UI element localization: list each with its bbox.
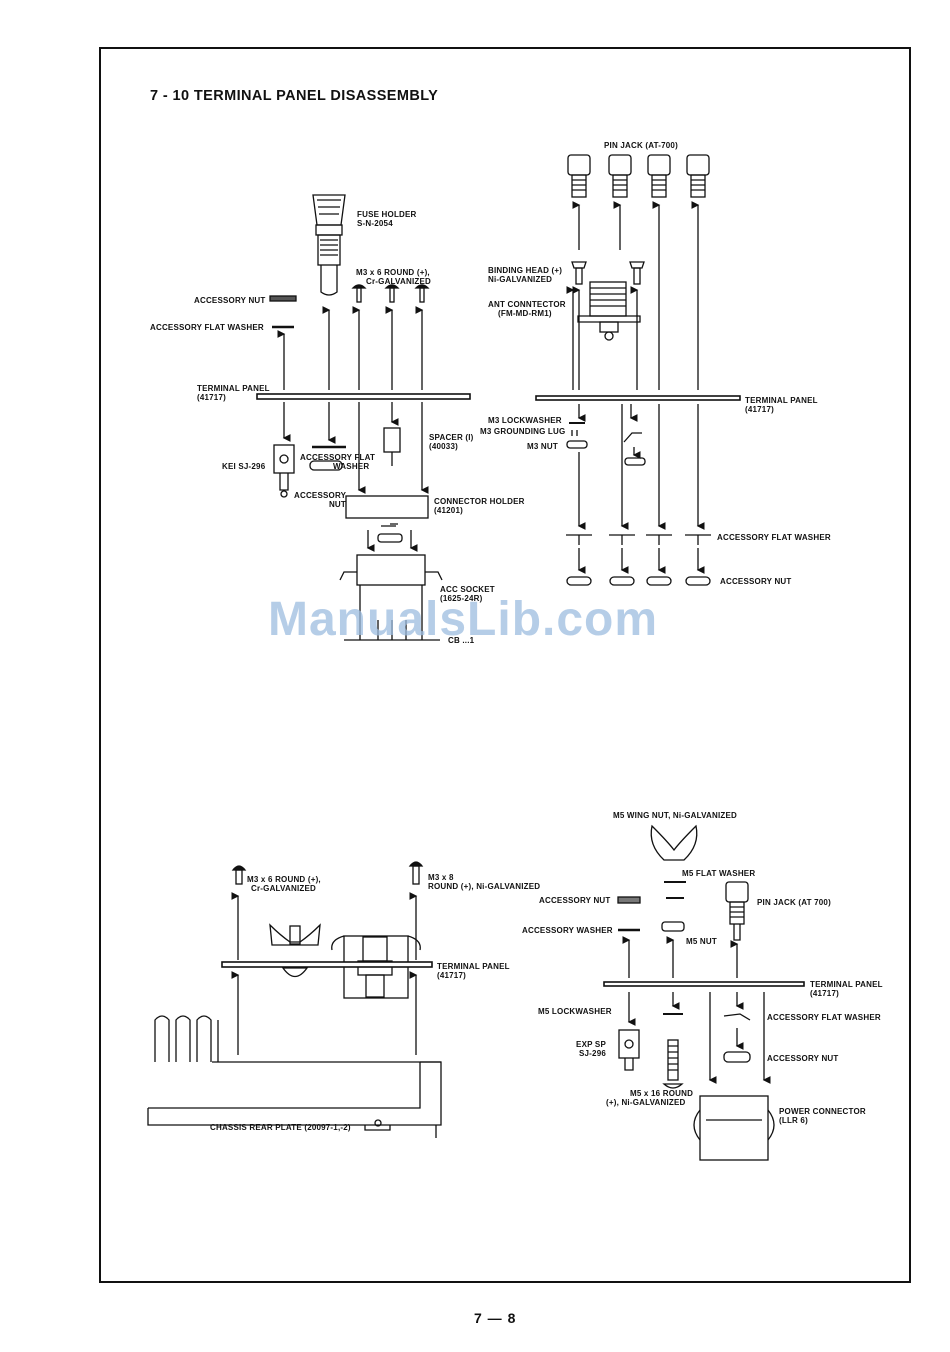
label-accessory-nut-br2: ACCESSORY NUT [767, 1054, 839, 1063]
label-m3x6: M3 x 6 ROUND (+),Cr-GALVANIZED [247, 875, 321, 893]
terminal-panel-top-left [256, 393, 471, 400]
label-ant-connector: ANT CONNTECTOR(FM-MD-RM1) [488, 300, 566, 318]
terminal-panel-bottom-right [603, 981, 805, 987]
label-accessory-flat-washer-br: ACCESSORY FLAT WASHER [767, 1013, 881, 1022]
m5-wing-nut-part [650, 824, 698, 861]
label-accessory-flat-washer: ACCESSORY FLAT WASHER [150, 323, 264, 332]
label-spacer: SPACER (I)(40033) [429, 433, 474, 451]
kei-jack-part [273, 444, 295, 498]
chassis-rear-plate [147, 1015, 442, 1138]
watermark: ManualsLib.com [268, 593, 659, 646]
label-m3-nut: M3 NUT [527, 442, 558, 451]
page-number: 7 — 8 [474, 1310, 517, 1326]
label-pin-jack-top: PIN JACK (AT-700) [604, 141, 678, 150]
label-chassis: CHASSIS REAR PLATE (20097-1,-2) [210, 1123, 351, 1132]
label-m5-wing-nut: M5 WING NUT, Ni-GALVANIZED [613, 811, 738, 820]
fuse-holder-part [312, 194, 346, 296]
label-m3-screw: M3 x 6 ROUND (+),Cr-GALVANIZED [356, 268, 431, 286]
nuts-row [566, 576, 711, 586]
label-pin-jack-br: PIN JACK (AT 700) [757, 898, 831, 907]
label-m5-nut: M5 NUT [686, 937, 717, 946]
terminal-panel-top-right [535, 395, 741, 401]
ant-connector-part [577, 281, 641, 341]
m3-screws-top [351, 284, 430, 303]
label-accessory-washer: ACCESSORY WASHER [522, 926, 613, 935]
label-pcb: CB ...1 [448, 636, 475, 645]
label-terminal-panel-tr: TERMINAL PANEL(41717) [745, 396, 818, 414]
exp-sp-jack [618, 1029, 640, 1071]
spacer-part [383, 427, 401, 453]
label-m5-lockwasher: M5 LOCKWASHER [538, 1007, 612, 1016]
label-m3-lockwasher: M3 LOCKWASHER [488, 416, 562, 425]
label-kei: KEI SJ-296 [222, 462, 266, 471]
label-terminal-panel-bl: TERMINAL PANEL(41717) [437, 962, 510, 980]
label-accessory-flat-washer-tr: ACCESSORY FLAT WASHER [717, 533, 831, 542]
label-accessory-nut-br: ACCESSORY NUT [539, 896, 611, 905]
label-m5x16: M5 x 16 ROUND(+), Ni-GALVANIZED [606, 1089, 694, 1107]
label-acc-socket: ACC SOCKET(1625-24R) [440, 585, 495, 603]
wing-nut-part [269, 923, 321, 978]
accessory-nut-part [269, 295, 297, 302]
label-connector-holder: CONNECTOR HOLDER(41201) [434, 497, 525, 515]
label-binding-head: BINDING HEAD (+)Ni-GALVANIZED [488, 266, 563, 284]
connector-holder-part [345, 495, 429, 519]
acc-socket-part [339, 554, 443, 641]
terminal-panel-bottom-left [221, 961, 433, 968]
label-power-connector: POWER CONNECTOR(LLR 6) [779, 1107, 866, 1125]
pin-jack-bottom [725, 881, 749, 941]
pin-jacks-top [567, 154, 710, 198]
label-m5-flat-washer: M5 FLAT WASHER [682, 869, 756, 878]
page-border [99, 47, 911, 1283]
power-connector-part [693, 1095, 775, 1161]
label-accessory-nut-tr: ACCESSORY NUT [720, 577, 792, 586]
label-terminal-panel-br: TERMINAL PANEL(41717) [810, 980, 883, 998]
label-accessory-nut: ACCESSORY NUT [194, 296, 266, 305]
label-m3-grounding-lug: M3 GROUNDING LUG [480, 427, 566, 436]
flat-washers-row [566, 534, 711, 545]
label-terminal-panel-tl: TERMINAL PANEL(41717) [197, 384, 270, 402]
section-title: 7 - 10 TERMINAL PANEL DISASSEMBLY [150, 88, 439, 104]
m5x16-screw [662, 1039, 684, 1089]
